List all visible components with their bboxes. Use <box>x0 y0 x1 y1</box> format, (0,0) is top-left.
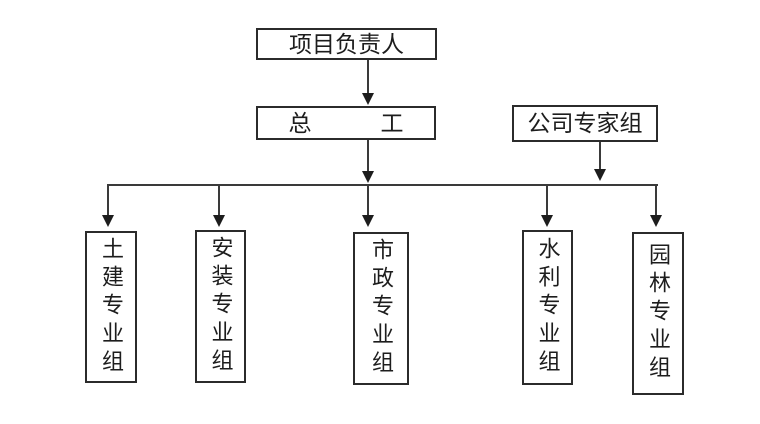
node-project-leader: 项目负责人 <box>256 28 437 60</box>
node-company-expert-group: 公司专家组 <box>512 105 658 142</box>
arrow-bus-to-municipal-group <box>362 185 374 227</box>
arrow-shaft <box>546 185 548 216</box>
arrow-shaft <box>367 140 369 172</box>
node-chief-engineer: 总 工 <box>256 106 436 140</box>
arrowhead-icon <box>650 215 662 227</box>
arrowhead-icon <box>594 169 606 181</box>
arrow-shaft <box>655 185 657 216</box>
arrowhead-icon <box>362 171 374 183</box>
arrow-expert-to-bus <box>594 142 606 181</box>
arrow-shaft <box>367 185 369 216</box>
arrow-bus-to-landscape-group <box>650 185 662 227</box>
arrowhead-icon <box>541 215 553 227</box>
node-municipal-group: 市政专业组 <box>353 232 409 385</box>
arrow-bus-to-water-group <box>541 185 553 227</box>
node-water-conservancy-group: 水利专业组 <box>522 230 573 385</box>
arrow-bus-to-installation-group <box>213 185 225 227</box>
arrowhead-icon <box>102 215 114 227</box>
arrow-chief-to-bus <box>362 140 374 183</box>
arrowhead-icon <box>362 215 374 227</box>
arrowhead-icon <box>362 93 374 105</box>
arrow-shaft <box>218 185 220 216</box>
node-landscape-group: 园林专业组 <box>632 232 684 395</box>
node-installation-group: 安装专业组 <box>195 230 246 383</box>
arrow-shaft <box>599 142 601 170</box>
arrowhead-icon <box>213 215 225 227</box>
arrow-shaft <box>367 60 369 94</box>
bus-line <box>107 184 658 186</box>
arrow-bus-to-civil-group <box>102 185 114 227</box>
arrow-leader-to-chief <box>362 60 374 105</box>
arrow-shaft <box>107 185 109 216</box>
node-civil-construction-group: 土建专业组 <box>85 231 137 383</box>
